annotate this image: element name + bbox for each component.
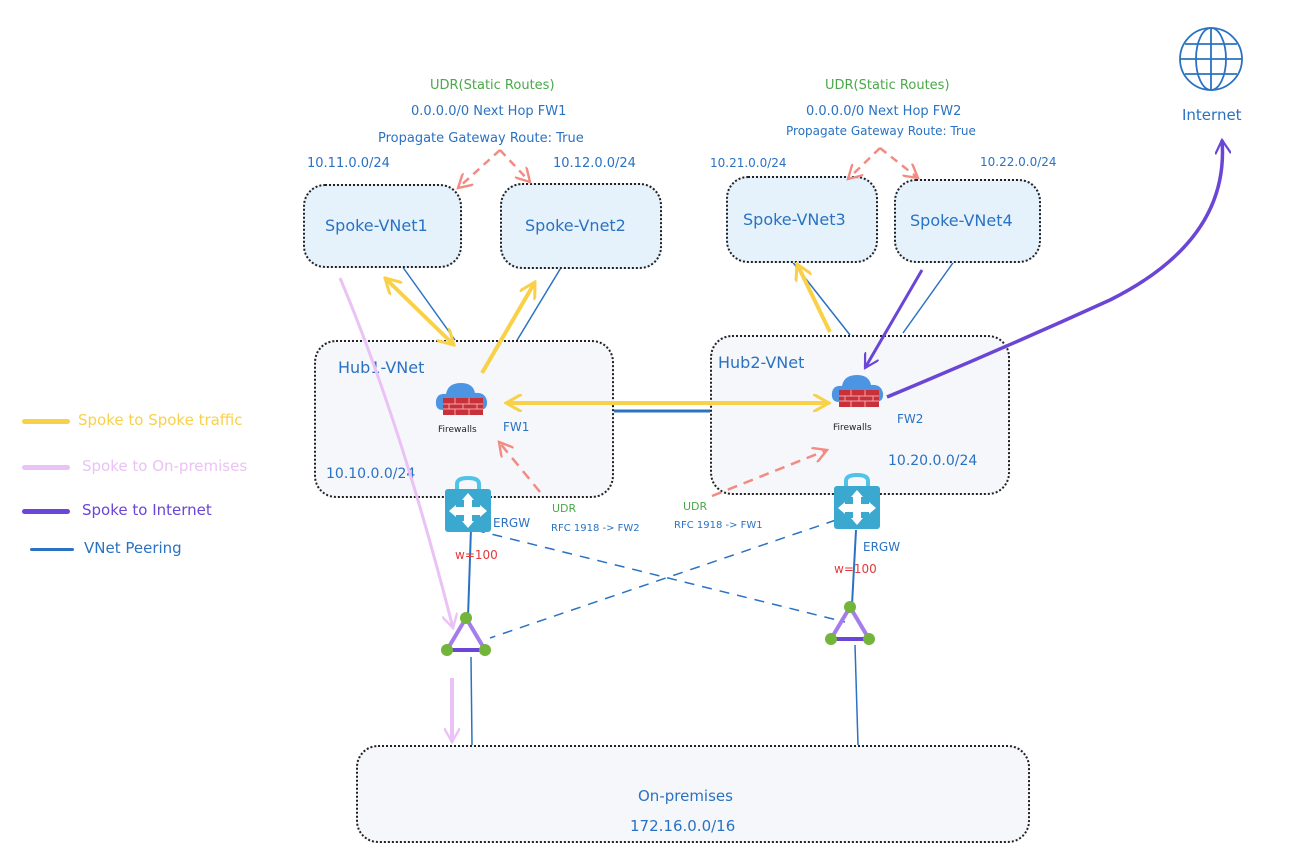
onprem-traffic-spoke1-circuit bbox=[338, 277, 453, 628]
udr-arrow-to-spoke1 bbox=[458, 149, 501, 188]
legend-swatch bbox=[22, 419, 70, 424]
spoke-vnet3-box[interactable]: Spoke-VNet3 bbox=[726, 176, 878, 263]
legend-label: Spoke to On-premises bbox=[82, 457, 248, 475]
hub1-weight: w=100 bbox=[455, 548, 498, 562]
hub1-cidr: 10.10.0.0/24 bbox=[326, 466, 416, 482]
legend-swatch bbox=[30, 548, 74, 551]
spoke-vnet2-cidr: 10.12.0.0/24 bbox=[553, 156, 636, 171]
ergw1-to-circuit1 bbox=[467, 527, 472, 618]
udr-left-title: UDR(Static Routes) bbox=[430, 78, 555, 93]
onprem-cidr: 172.16.0.0/16 bbox=[630, 817, 736, 835]
legend-label: Spoke to Spoke traffic bbox=[78, 411, 243, 429]
spoke-vnet1-box[interactable]: Spoke-VNet1 bbox=[303, 184, 462, 268]
spoke-vnet4-cidr: 10.22.0.0/24 bbox=[980, 155, 1057, 169]
udr-left-route: 0.0.0.0/0 Next Hop FW1 bbox=[411, 104, 567, 119]
hub1-udr-title: UDR bbox=[552, 502, 577, 515]
legend-swatch bbox=[22, 509, 70, 514]
legend-label: Spoke to Internet bbox=[82, 501, 212, 519]
onprem-label: On-premises bbox=[638, 787, 733, 805]
hub2-udr-title: UDR bbox=[683, 500, 708, 513]
hub1-firewall-caption: Firewalls bbox=[438, 425, 477, 435]
spoke-traffic-hub1-spoke2 bbox=[480, 282, 537, 375]
hub2-udr-route: RFC 1918 -> FW1 bbox=[674, 520, 763, 531]
udr-arrow-to-spoke3 bbox=[848, 147, 881, 179]
hub1-udr-route: RFC 1918 -> FW2 bbox=[551, 523, 640, 534]
hub2-vnet-box[interactable]: Hub2-VNet 10.20.0.0/24 bbox=[710, 335, 1010, 495]
expressroute-circuit-icon bbox=[441, 612, 491, 656]
hub2-firewall-name: FW2 bbox=[897, 412, 924, 426]
internet-label: Internet bbox=[1182, 106, 1242, 124]
onprem-box[interactable]: On-premises 172.16.0.0/16 bbox=[356, 745, 1030, 843]
spoke-vnet2-box[interactable]: Spoke-Vnet2 bbox=[500, 183, 662, 269]
spoke-vnet3-label: Spoke-VNet3 bbox=[743, 210, 846, 229]
firewall-icon bbox=[435, 383, 488, 415]
internet-traffic-spoke4-hub2 bbox=[863, 269, 924, 368]
expressroute-gateway-icon bbox=[445, 476, 491, 532]
hub1-firewall-name: FW1 bbox=[503, 420, 530, 434]
legend-label: VNet Peering bbox=[84, 539, 182, 557]
spoke-vnet3-cidr: 10.21.0.0/24 bbox=[710, 156, 787, 170]
hub2-weight: w=100 bbox=[834, 562, 877, 576]
udr-arrow-to-fw2 bbox=[711, 450, 827, 498]
peering-spoke4-hub2 bbox=[902, 259, 956, 334]
hub2-vnet-label: Hub2-VNet bbox=[718, 353, 805, 372]
ergw1-to-circuit2-dashed bbox=[474, 529, 846, 623]
hub2-gateway-label: ERGW bbox=[863, 540, 901, 554]
hub1-gateway-label: ERGW bbox=[493, 516, 531, 530]
udr-arrow-to-fw1 bbox=[499, 442, 541, 493]
spoke-vnet1-label: Spoke-VNet1 bbox=[325, 216, 428, 235]
udr-arrow-to-spoke4 bbox=[879, 147, 918, 178]
internet-traffic-hub2-internet bbox=[886, 140, 1223, 399]
spoke-vnet4-label: Spoke-VNet4 bbox=[910, 211, 1013, 230]
udr-right-title: UDR(Static Routes) bbox=[825, 78, 950, 93]
spoke-traffic-spoke1-hub1 bbox=[385, 278, 454, 345]
spoke-vnet1-cidr: 10.11.0.0/24 bbox=[307, 156, 390, 171]
ergw2-to-circuit1-dashed bbox=[489, 519, 837, 639]
spoke-traffic-hub2-spoke3 bbox=[797, 264, 832, 333]
ergw2-to-circuit2 bbox=[851, 529, 857, 606]
globe-icon[interactable] bbox=[1176, 24, 1246, 94]
udr-right-propagate: Propagate Gateway Route: True bbox=[786, 124, 976, 138]
circuit2-to-onprem bbox=[854, 644, 859, 746]
hub2-cidr: 10.20.0.0/24 bbox=[888, 453, 978, 469]
udr-left-propagate: Propagate Gateway Route: True bbox=[378, 131, 584, 146]
expressroute-circuit-icon bbox=[825, 601, 875, 645]
udr-arrow-to-spoke2 bbox=[499, 149, 530, 182]
expressroute-gateway-icon bbox=[834, 473, 880, 529]
circuit1-to-onprem bbox=[470, 656, 473, 746]
firewall-icon bbox=[831, 375, 884, 407]
legend-swatch bbox=[22, 465, 70, 470]
spoke-vnet4-box[interactable]: Spoke-VNet4 bbox=[894, 179, 1041, 263]
udr-right-route: 0.0.0.0/0 Next Hop FW2 bbox=[806, 104, 962, 119]
spoke-vnet2-label: Spoke-Vnet2 bbox=[525, 216, 626, 235]
hub2-firewall-caption: Firewalls bbox=[833, 423, 872, 433]
peering-spoke2-hub1 bbox=[515, 265, 563, 343]
hub1-vnet-label: Hub1-VNet bbox=[338, 358, 425, 377]
